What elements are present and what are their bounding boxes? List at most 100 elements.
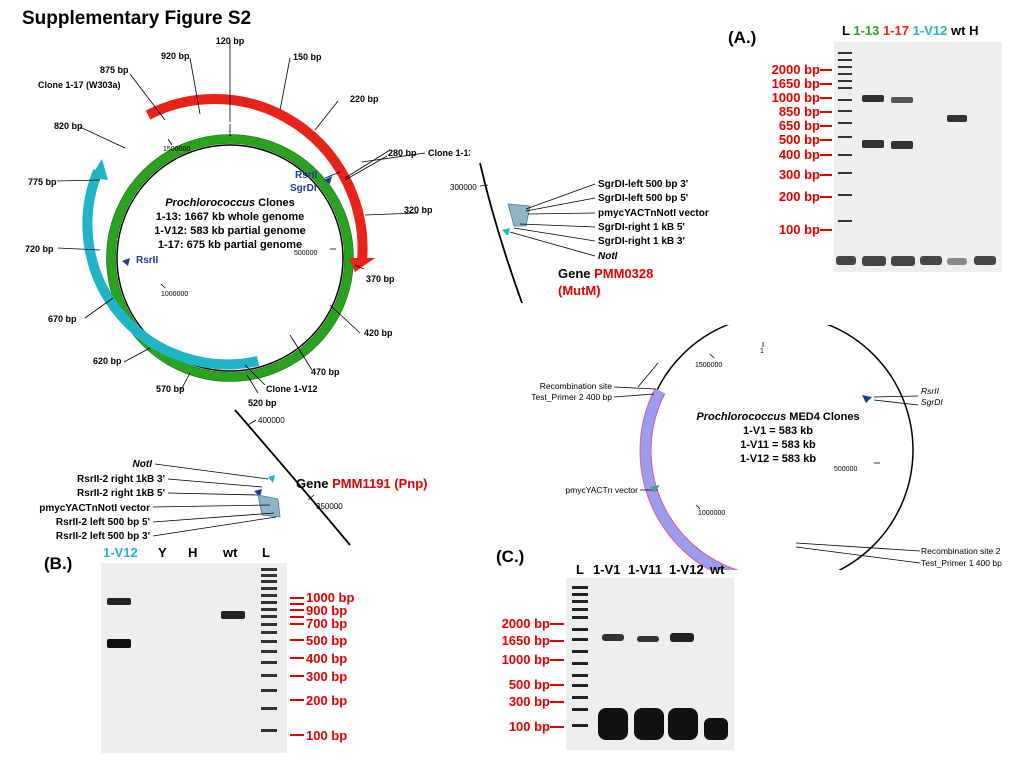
position-tick: 1000000 [161,291,188,298]
gene-pmm0328-diagram: 300000 SgrDI-left 500 bp 3' SgrDI-left 5… [450,162,709,304]
gel-band [862,140,884,148]
ladder-label: 100 bp [508,719,550,734]
ladder-label: 2000 bp [501,616,550,631]
site-sgrdi: SgrDI [921,397,943,407]
site-marker [324,176,332,184]
ladder-ticks [550,623,564,728]
position-tick: 1000000 [698,510,725,517]
panel-a-gel [834,42,1002,272]
lane-label: wt [223,545,238,560]
position-tick: 1500000 [695,362,722,369]
gene-name: Gene PMM0328 [558,266,653,281]
clone-1-v12-arc [82,169,260,370]
position-tick: 1 [760,348,764,355]
ladder-label: 400 bp [778,147,820,162]
gene-pmm1191-diagram: 400000 350000 NotI RsrII-2 right 1kB 3' … [39,409,427,546]
bp-label: 420 bp [364,328,393,338]
position-tick: 500000 [294,250,317,257]
map-center-title: Prochlorococcus Clones [165,197,295,209]
bp-label: 875 bp [100,65,129,75]
gel-band [107,639,131,648]
ladder-label: 2000 bp [771,62,820,77]
ladder-label: 200 bp [306,693,348,708]
clone-1-17-label: Clone 1-17 (W303a) [38,80,121,90]
gel-band [670,633,694,642]
bp-label: 620 bp [93,356,122,366]
feature-label: SgrDI-right 1 kB 5' [598,222,685,233]
ladder-label: 700 bp [306,616,348,631]
lane-label: 1-V12 [669,562,704,577]
gel-band [947,115,967,122]
genome-segment [234,409,351,546]
ladder-label: 1000 bp [771,90,820,105]
ladder-label: 650 bp [778,118,820,133]
bp-label: 520 bp [248,398,277,408]
feature-label: pmycYACTnNotI vector [39,503,150,514]
feature-label: SgrDI-left 500 bp 5' [598,193,688,204]
panel-c-gel [566,578,734,750]
position-tick: 500000 [834,466,857,473]
ladder-label: 500 bp [508,677,550,692]
panel-b-gel [101,563,287,753]
figure-title: Supplementary Figure S2 [22,8,252,29]
vector-label: pmycYACTn vector [565,485,638,495]
lane-label: 1-13 [853,23,880,38]
gene-product: (MutM) [558,283,601,298]
position-tick: 1 [228,131,232,138]
ladder-label: 1000 bp [306,590,355,605]
panel-c-gel-bands [572,586,728,740]
position-tick: 300000 [450,183,477,192]
gel-band [221,611,245,619]
vector-insert-arrow [507,203,531,227]
ladder-label: 300 bp [778,167,820,182]
panel-a-gel-bands [836,52,996,266]
clone-1-17-arc [145,93,368,263]
clone-1-v12-label: Clone 1-V12 [266,384,318,394]
bp-label: 120 bp [216,36,245,46]
feature-label: RsrII-2 left 500 bp 3' [56,531,150,542]
feature-label: NotI [598,251,618,262]
clone-1-v12-arrowhead [90,159,108,180]
map-center-line: 1-V11 = 583 kb [740,439,816,451]
bp-label: 720 bp [25,244,54,254]
bp-label: 920 bp [161,51,190,61]
bp-label: 220 bp [350,94,379,104]
panel-b-label: (B.) [44,554,73,573]
ladder-ticks [820,69,832,231]
feature-label: pmycYACTnNotI vector [598,208,709,219]
map-center-line: 1-17: 675 kb partial genome [158,239,302,251]
panel-a-ladder: 2000 bp 1650 bp 1000 bp 850 bp 650 bp 50… [740,62,832,242]
panel-b-ladder: 1000 bp 900 bp 700 bp 500 bp 400 bp 300 … [290,590,360,745]
feature-label: RsrII-2 left 500 bp 5' [56,517,150,528]
bp-label: 370 bp [366,274,395,284]
bp-label: 820 bp [54,121,83,131]
med4-clone-arc [640,388,736,570]
feature-label: SgrDI-right 1 kB 3' [598,236,685,247]
ladder-label: 100 bp [778,222,820,237]
feature-label: NotI [133,459,153,470]
clone-map-diagram: 120 bp 150 bp 220 bp 280 bp 320 bp 370 b… [25,36,470,408]
site-marker [650,485,660,493]
feature-label: SgrDI-left 500 bp 3' [598,179,688,190]
lane-label: L [842,23,850,38]
genome-segment [479,162,523,304]
map-center-line: 1-V12 = 583 kb [740,453,816,465]
gel-band [862,95,884,102]
bp-label: 775 bp [28,177,57,187]
panel-a-label: (A.) [728,28,757,47]
ladder-label: 400 bp [306,651,348,666]
bp-label: 570 bp [156,384,185,394]
position-tick: 1500000 [163,146,190,153]
position-tick: 400000 [258,416,285,425]
ladder-label: 200 bp [778,189,820,204]
lane-label: 1-V1 [593,562,621,577]
ladder-label: 300 bp [306,669,348,684]
panel-a-lane-header: L 1-13 1-17 1-V12 wt H [842,23,978,38]
gel-band [637,636,659,642]
recombination-site-label: Recombination site [540,381,613,391]
map-center-line: 1-V1 = 583 kb [743,425,813,437]
ladder-label: 900 bp [306,603,348,618]
site-marker [502,228,510,236]
gel-band [602,634,624,641]
bp-label: 670 bp [48,314,77,324]
